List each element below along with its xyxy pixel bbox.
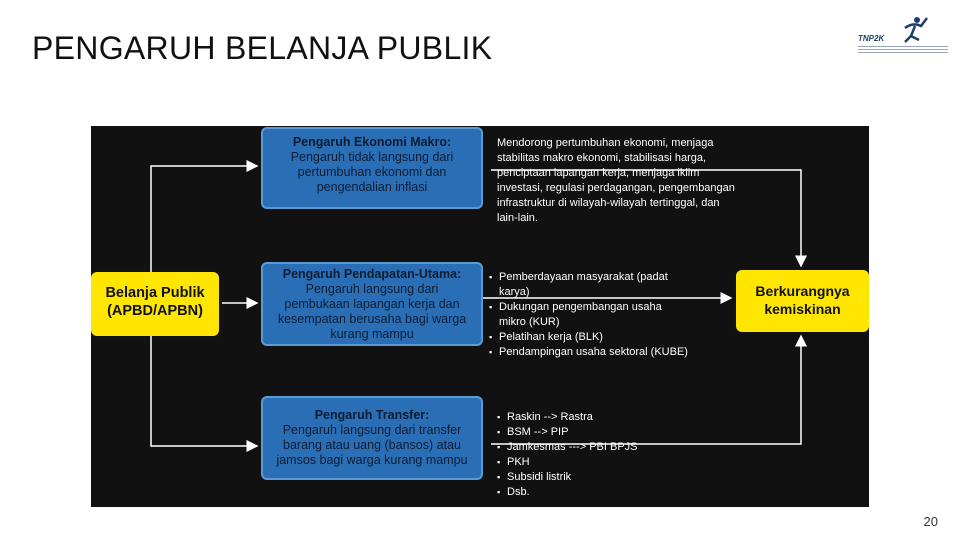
diagram-panel: Belanja Publik (APBD/APBN) Pengaruh Ekon… xyxy=(91,126,869,507)
bullet-item: BSM --> PIP xyxy=(497,425,697,440)
bullet-item: Subsidi listrik xyxy=(497,470,697,485)
bullet-item: PKH xyxy=(497,455,697,470)
bullet-item: Pemberdayaan masyarakat (padat karya) xyxy=(489,270,689,300)
bullet-item: Pelatihan kerja (BLK) xyxy=(489,330,689,345)
slide-title: PENGARUH BELANJA PUBLIK xyxy=(32,30,493,66)
bullet-item: Jamkesmas ---> PBI BPJS xyxy=(497,440,697,455)
source-label-line2: (APBD/APBN) xyxy=(107,303,203,319)
transfer-description: Raskin --> Rastra BSM --> PIP Jamkesmas … xyxy=(497,410,697,500)
desc-line: penciptaan lapangan kerja, menjaga iklim xyxy=(497,167,700,179)
outcome-label-line2: kemiskinan xyxy=(764,301,841,317)
desc-line: investasi, regulasi perdagangan, pengemb… xyxy=(497,182,735,194)
channel-box-transfer: Pengaruh Transfer: Pengaruh langsung dar… xyxy=(261,396,483,480)
channel-line: pertumbuhan ekonomi dan xyxy=(297,165,447,179)
channel-line: pengendalian inflasi xyxy=(316,180,428,194)
bullet-item: Raskin --> Rastra xyxy=(497,410,697,425)
channel-box-macro: Pengaruh Ekonomi Makro: Pengaruh tidak l… xyxy=(261,127,483,209)
channel-heading: Pengaruh Ekonomi Makro: xyxy=(292,135,452,149)
channel-line: kurang mampu xyxy=(330,327,414,341)
bullet-item: Pendampingan usaha sektoral (KUBE) xyxy=(489,345,689,360)
desc-line: lain-lain. xyxy=(497,212,538,224)
logo-text: TNP2K xyxy=(858,34,885,43)
source-box: Belanja Publik (APBD/APBN) xyxy=(91,272,219,336)
income-description: Pemberdayaan masyarakat (padat karya) Du… xyxy=(489,270,689,360)
outcome-label-line1: Berkurangnya xyxy=(755,283,850,299)
outcome-box: Berkurangnya kemiskinan xyxy=(736,270,869,332)
bullet-item: Dsb. xyxy=(497,485,697,500)
macro-description: Mendorong pertumbuhan ekonomi, menjaga s… xyxy=(497,136,757,226)
channel-heading: Pengaruh Pendapatan-Utama: xyxy=(282,267,462,281)
page-number: 20 xyxy=(923,514,938,529)
channel-heading: Pengaruh Transfer: xyxy=(314,408,430,422)
logo-figure-icon xyxy=(904,17,928,43)
channel-line: jamsos bagi warga kurang mampu xyxy=(276,453,468,467)
channel-line: Pengaruh langsung dari transfer xyxy=(282,423,462,437)
logo-subtitle-lines xyxy=(858,46,948,53)
channel-line: barang atau uang (bansos) atau xyxy=(283,438,461,452)
channel-line: pembukaan lapangan kerja dan xyxy=(284,297,460,311)
desc-line: stabilitas makro ekonomi, stabilisasi ha… xyxy=(497,152,707,164)
desc-line: Mendorong pertumbuhan ekonomi, menjaga xyxy=(497,137,714,149)
channel-line: Pengaruh langsung dari xyxy=(305,282,439,296)
channel-line: Pengaruh tidak langsung dari xyxy=(290,150,454,164)
source-label-line1: Belanja Publik xyxy=(105,285,205,301)
bullet-item: Dukungan pengembangan usaha mikro (KUR) xyxy=(489,300,689,330)
channel-line: kesempatan berusaha bagi warga xyxy=(277,312,467,326)
desc-line: infrastruktur di wilayah-wilayah terting… xyxy=(497,197,720,209)
channel-box-income: Pengaruh Pendapatan-Utama: Pengaruh lang… xyxy=(261,262,483,346)
